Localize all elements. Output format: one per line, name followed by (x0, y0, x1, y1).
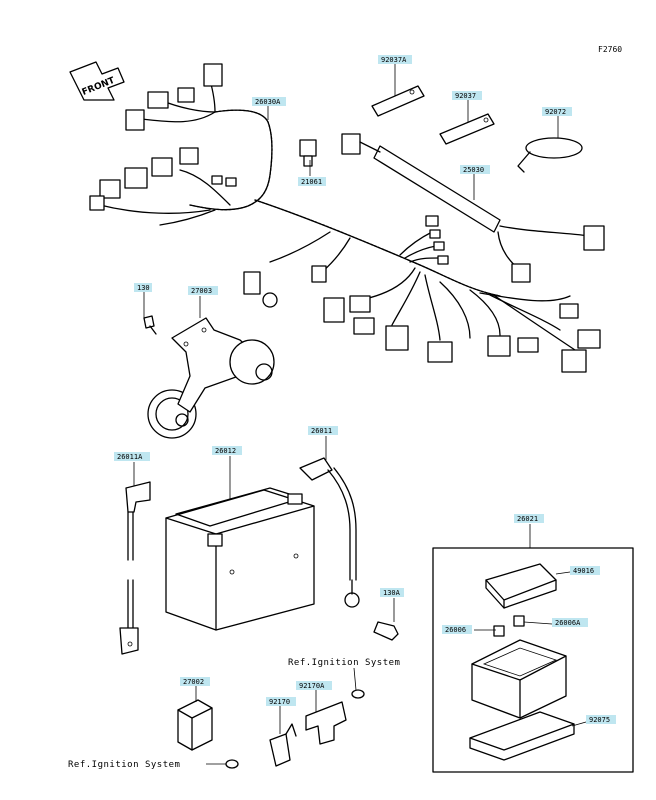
bracket-92170a (305, 689, 365, 745)
part-number: 92037A (381, 56, 407, 64)
label-92072: 92072 (542, 107, 572, 116)
part-number: 130 (137, 284, 150, 292)
figure-code: F2760 (598, 45, 622, 54)
part-number: 26030A (255, 98, 281, 106)
part-number: 27003 (191, 287, 212, 295)
part-number: 26006 (445, 626, 466, 634)
label-92075: 92075 (586, 715, 616, 724)
part-number: 26021 (517, 515, 538, 523)
clip-92037a (371, 85, 425, 117)
label-21061: 21061 (298, 177, 326, 186)
part-number: 21061 (301, 178, 322, 186)
label-26021: 26021 (514, 514, 544, 523)
label-92170: 92170 (266, 697, 296, 706)
part-number: 26011A (117, 453, 143, 461)
fuse-box-group (432, 547, 634, 773)
part-number: 26011 (311, 427, 332, 435)
part-number: 26012 (215, 447, 236, 455)
part-number: 92037 (455, 92, 476, 100)
part-number: 92170 (269, 698, 290, 706)
label-26030a: 26030A (252, 97, 286, 106)
cable-26011 (299, 457, 399, 641)
label-27002: 27002 (180, 677, 210, 686)
label-27003: 27003 (188, 286, 218, 295)
ref-ignition-upper: Ref.Ignition System (288, 658, 400, 668)
part-number: 92170A (299, 682, 325, 690)
front-arrow-icon: FRONT (69, 61, 125, 101)
part-number: 25030 (463, 166, 484, 174)
label-49016: 49016 (570, 566, 600, 575)
horn-assembly (143, 315, 275, 439)
relay-21061 (299, 139, 317, 167)
part-number: 49016 (573, 567, 594, 575)
label-26011: 26011 (308, 426, 338, 435)
cable-26011a (119, 481, 151, 655)
part-number: 27002 (183, 678, 204, 686)
label-92037a: 92037A (378, 55, 412, 64)
clip-92037 (439, 113, 495, 145)
label-26011a: 26011A (114, 452, 150, 461)
label-130a: 130A (380, 588, 404, 597)
part-number: 92072 (545, 108, 566, 116)
label-26006: 26006 (442, 625, 472, 634)
leader-lines (133, 64, 587, 765)
label-26012: 26012 (212, 446, 242, 455)
relay-27002 (177, 699, 213, 751)
label-92170a: 92170A (296, 681, 332, 690)
part-number: 130A (383, 589, 401, 597)
battery-26012 (165, 487, 315, 631)
label-26006a: 26006A (552, 618, 588, 627)
label-92037: 92037 (452, 91, 482, 100)
band-92072 (517, 137, 583, 173)
part-number: 26006A (555, 619, 581, 627)
label-130: 130 (134, 283, 152, 292)
main-harness (89, 63, 601, 373)
part-number: 92075 (589, 716, 610, 724)
sub-harness (341, 133, 605, 283)
bracket-92170 (225, 723, 297, 769)
ref-ignition-lower: Ref.Ignition System (68, 760, 180, 770)
label-25030: 25030 (460, 165, 490, 174)
